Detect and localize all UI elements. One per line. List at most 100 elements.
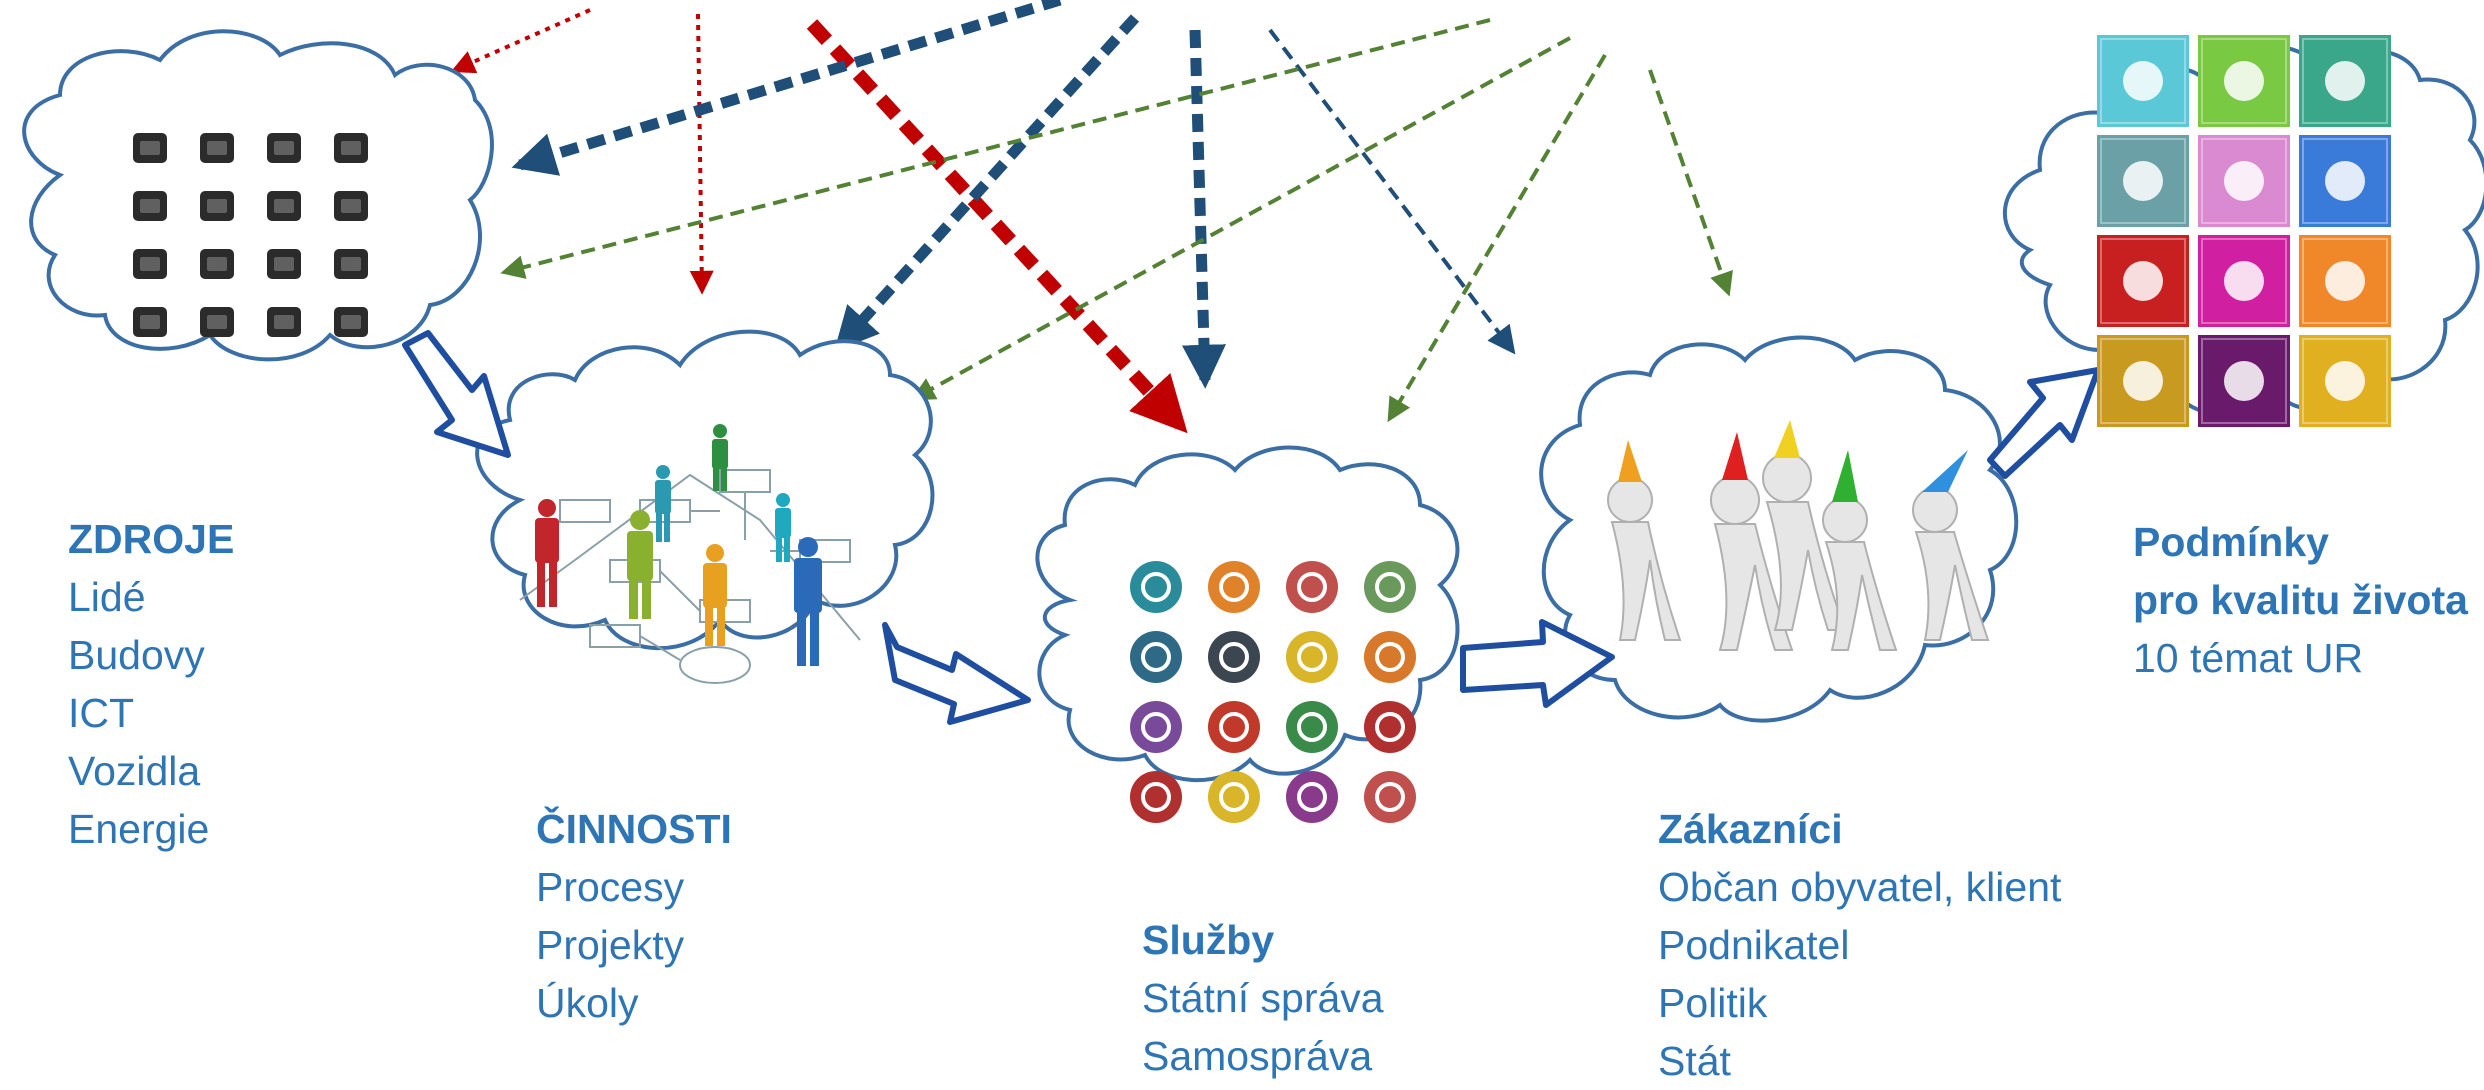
binoculars-icon — [334, 191, 368, 221]
handshake-icon — [200, 191, 234, 221]
podminky-item: 10 témat UR — [2133, 635, 2364, 681]
cinnosti-item: Úkoly — [536, 980, 639, 1026]
plant-tile-icon — [2198, 35, 2290, 127]
person-cyan — [775, 493, 791, 562]
blue-thick-arrow-to-zdroje — [511, 0, 1062, 176]
globe-icon — [334, 307, 368, 337]
money-bag-icon — [133, 249, 167, 279]
cloud-sluzby — [1035, 445, 1460, 782]
cinnosti-title: ČINNOSTI — [536, 806, 732, 852]
zakaznici-item: Občan obyvatel, klient — [1658, 864, 2062, 910]
customers-party-illustration — [1607, 420, 1990, 651]
cinnosti-item: Projekty — [536, 922, 685, 968]
podminky-title-line2: pro kvalitu života — [2133, 577, 2468, 623]
zakaznici-item: Politik — [1658, 980, 1768, 1026]
education-tile-icon — [2097, 235, 2189, 327]
cloud-zdroje — [22, 29, 494, 362]
flow-arrow-zakaznici-podminky — [1987, 367, 2101, 479]
flow-arrows — [402, 330, 2101, 725]
cinnosti-item: Procesy — [536, 864, 685, 910]
zakaznici-title: Zákazníci — [1658, 806, 1843, 852]
person-orange — [703, 544, 727, 646]
car-tile-icon — [2097, 135, 2189, 227]
waste-bin-icon — [1286, 701, 1338, 753]
circle-tile-icon — [2198, 335, 2290, 427]
water-tap-icon — [1130, 561, 1182, 613]
heart-tile-icon — [2198, 135, 2290, 227]
hydrant-icon — [1364, 771, 1416, 823]
podminky-label: Podmínky pro kvalitu života 10 témat UR — [2133, 513, 2468, 687]
green-dashed-arrow-to-sluzby — [1387, 53, 1607, 423]
presentation-icon — [200, 307, 234, 337]
blue-dashed-arrow-to-zakaznici — [1268, 28, 1516, 355]
zdroje-item: Vozidla — [68, 748, 201, 794]
green-dashed-arrow-to-cinnosti — [910, 36, 1571, 401]
flow-arrow-zdroje-cinnosti — [402, 330, 511, 458]
electricity-icon — [1208, 771, 1260, 823]
cinnosti-label: ČINNOSTI Procesy Projekty Úkoly — [536, 800, 732, 1032]
people-tile-icon — [2299, 235, 2391, 327]
wheat-tile-icon — [2097, 335, 2189, 427]
colorful-house-tile-icon — [2299, 335, 2391, 427]
bar-chart-icon — [334, 249, 368, 279]
emergency-phone-icon — [1364, 701, 1416, 753]
podminky-title-line1: Podmínky — [2133, 519, 2329, 565]
zdroje-item: Energie — [68, 806, 210, 852]
ferry-icon — [1130, 631, 1182, 683]
gears-icon — [267, 191, 301, 221]
person-red — [535, 499, 559, 607]
restroom-icon — [1364, 631, 1416, 683]
zakaznici-label: Zákazníci Občan obyvatel, klient Podnika… — [1658, 800, 2061, 1090]
road-icon — [1208, 631, 1260, 683]
businessman-icon — [200, 133, 234, 163]
flow-arrow-sluzby-zakaznici — [1460, 619, 1615, 708]
zakaznici-item: Stát — [1658, 1038, 1731, 1084]
red-thick-arrow-to-sluzby — [806, 19, 1188, 434]
process-people-illustration — [519, 424, 861, 684]
party-hat-green — [1832, 450, 1858, 502]
zdroje-item: Lidé — [68, 574, 146, 620]
wifi-tile-icon — [2097, 35, 2189, 127]
blue-thick-arrow-down-to-sluzby — [1182, 29, 1226, 389]
sluzby-title: Služby — [1142, 917, 1275, 963]
flow-arrow-cinnosti-sluzby — [882, 622, 1031, 725]
red-dotted-arrow-down — [689, 13, 714, 295]
person-teal — [655, 465, 671, 542]
sluzby-item: Samospráva — [1142, 1033, 1373, 1079]
person-green — [627, 510, 653, 619]
sluzby-label: Služby Státní správa Samospráva — [1142, 911, 1384, 1085]
coins-growth-icon — [267, 249, 301, 279]
ambulance-icon — [1130, 771, 1182, 823]
monitor-chart-icon — [133, 191, 167, 221]
lightbulb-icon — [1208, 561, 1260, 613]
person-blue — [794, 537, 822, 666]
zdroje-label: ZDROJE Lidé Budovy ICT Vozidla Energie — [68, 510, 234, 858]
person-green-small — [712, 424, 728, 491]
green-dashed-arrow-to-zdroje — [500, 18, 1491, 279]
briefcase-icon — [334, 133, 368, 163]
direction-arrows-tile-icon — [2299, 135, 2391, 227]
head-gear-icon — [267, 307, 301, 337]
red-dotted-arrow-to-zdroje — [450, 8, 591, 74]
party-hat-blue — [1922, 450, 1968, 492]
team-icon — [133, 133, 167, 163]
party-hat-red — [1722, 432, 1748, 480]
sluzby-item: Státní správa — [1142, 975, 1384, 1021]
fire-icon — [1208, 701, 1260, 753]
blue-thick-arrow-to-cinnosti — [834, 14, 1140, 352]
house-icon — [1286, 771, 1338, 823]
bus-icon — [1286, 561, 1338, 613]
meeting-icon — [200, 249, 234, 279]
green-dashed-arrow-to-zakaznici — [1648, 69, 1733, 297]
party-hat-yellow — [1774, 420, 1800, 458]
pen-icon — [133, 307, 167, 337]
culture-column-tile-icon — [2198, 235, 2290, 327]
traffic-jam-icon — [1286, 631, 1338, 683]
influence-arrows — [450, 0, 1733, 434]
zdroje-item: Budovy — [68, 632, 205, 678]
zakaznici-item: Podnikatel — [1658, 922, 1850, 968]
party-hat-orange — [1618, 440, 1642, 482]
resource-icon-grid — [133, 133, 368, 337]
zdroje-item: ICT — [68, 690, 135, 736]
